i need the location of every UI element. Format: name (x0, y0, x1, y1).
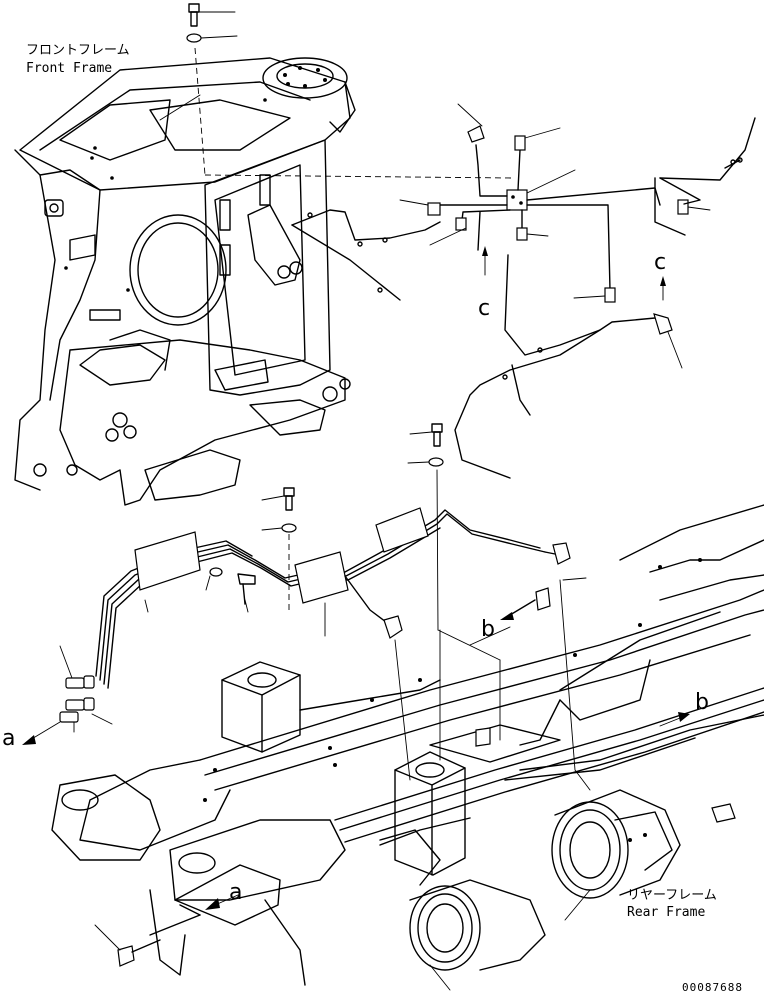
middle-piping (59, 507, 587, 733)
callout-c-right: c (654, 250, 667, 275)
front-frame-label-jp: フロントフレーム (26, 43, 130, 58)
callout-a-left: a (2, 726, 16, 751)
rear-frame-label-jp: リヤーフレーム (627, 888, 717, 903)
front-frame-drawing (14, 47, 513, 506)
drawing-number: 00087688 (682, 981, 743, 994)
callout-b-middle: b (481, 617, 495, 642)
callout-a-bottom: a (229, 880, 243, 905)
callout-c-left: c (478, 296, 491, 321)
front-frame-label-en: Front Frame (26, 61, 113, 76)
callout-b-right: b (695, 690, 709, 715)
bolt-middle (261, 487, 297, 612)
bolt-top (186, 3, 238, 43)
rear-frame-drawing (51, 504, 764, 986)
bolt-center (407, 423, 444, 631)
upper-piping (291, 103, 756, 479)
rear-frame-label-en: Rear Frame (627, 905, 706, 920)
callout-arrows (22, 626, 690, 991)
bottom-fitting (94, 924, 161, 967)
